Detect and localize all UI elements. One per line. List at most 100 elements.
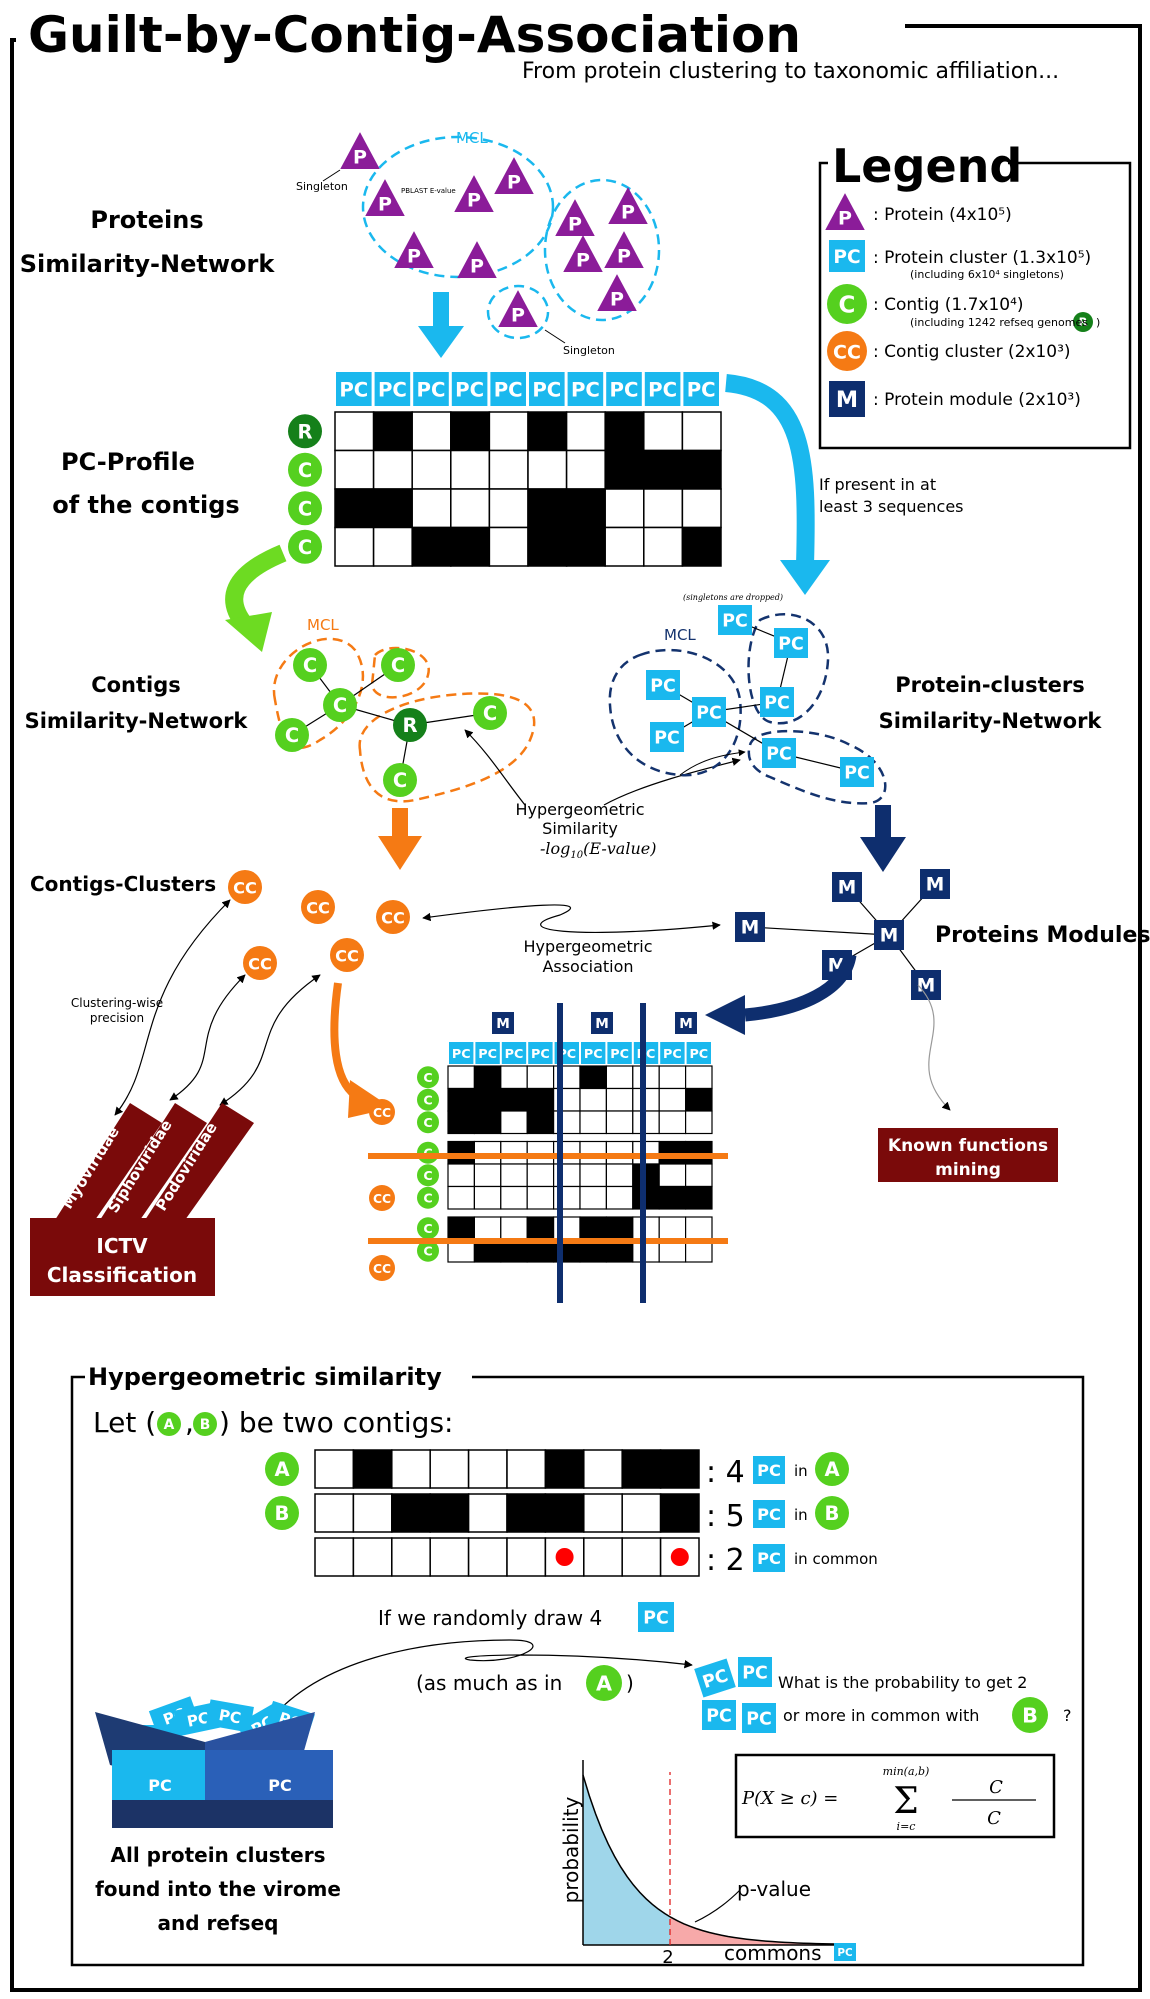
protein-label: P (576, 250, 590, 272)
matrix-cell (500, 1163, 528, 1188)
formula-upper: min(a,b) (883, 1765, 930, 1778)
matrix-pc-header (501, 1042, 527, 1064)
contig-label: C (423, 1190, 432, 1205)
draw-pc (638, 1602, 674, 1632)
pc-net-pointer (679, 749, 746, 776)
contig-label: A (596, 1672, 612, 1696)
pc-label: PC (648, 378, 677, 401)
drawn-pc-group: PC (738, 1657, 772, 1687)
pc-profile-title-1: PC-Profile (61, 448, 195, 476)
box-bottom (112, 1800, 333, 1828)
contig-label: C (393, 769, 407, 792)
arrow-modules-to-matrix-head (705, 995, 745, 1035)
matrix-contig-row (417, 1186, 439, 1209)
protein-label: P (467, 190, 481, 212)
hyper-cell-common (621, 1537, 662, 1577)
profile-cell (565, 449, 606, 490)
pc-label: PC (494, 378, 523, 401)
module-separator (557, 1003, 563, 1303)
pc-label: PC (185, 1709, 210, 1731)
matrix-cell (473, 1140, 502, 1165)
matrix-contig-row (417, 1164, 439, 1187)
matrix-cell (526, 1065, 555, 1090)
link-myoviridae-cc (114, 899, 231, 1116)
protein-node (457, 241, 497, 278)
x-tick-2: 2 (662, 1947, 673, 1968)
as-much-text: (as much as in (416, 1671, 562, 1695)
module-node (832, 872, 862, 902)
contig-row (288, 529, 322, 564)
contig-row (288, 452, 322, 487)
contig-cluster-node (243, 946, 277, 980)
hyper-in-a: in (794, 1462, 808, 1480)
profile-cell (643, 488, 684, 529)
matrix-cell (526, 1087, 555, 1112)
link-podoviridae-cc (219, 974, 321, 1106)
profile-cell (450, 449, 491, 490)
hyper-count-common: : 2 (706, 1543, 745, 1578)
as-much-end: ) (626, 1671, 634, 1695)
cc-label: CC (306, 898, 330, 917)
contig-node (323, 688, 357, 722)
contig-cluster-node (301, 890, 335, 924)
protein-node (555, 199, 595, 236)
hyper-row-contig-a (265, 1452, 299, 1486)
contig-label: C (423, 1145, 432, 1160)
x-axis-label: commons (724, 1941, 822, 1965)
cc-label: CC (233, 878, 257, 897)
contig-label: A (824, 1458, 840, 1481)
protein-label: P (568, 214, 582, 236)
hyper-in-common: in common (794, 1550, 878, 1568)
matrix-cell (500, 1140, 528, 1165)
module-separator (640, 1003, 646, 1303)
formula-lower: i=c (897, 1820, 916, 1833)
question-text: What is the probability to get 2 (778, 1673, 1027, 1692)
contig-node (383, 763, 417, 797)
contig-label: R (1079, 315, 1088, 329)
matrix-cell (605, 1110, 634, 1135)
matrix-cell (658, 1065, 687, 1090)
hyper-cell-common (429, 1537, 470, 1577)
matrix-cell (579, 1216, 607, 1241)
hyper-cell-b (621, 1493, 662, 1533)
pc-cluster-outline-right (747, 613, 830, 725)
matrix-cell (605, 1065, 634, 1090)
profile-cell (643, 411, 684, 452)
drawn-pc-group: PC (742, 1703, 776, 1733)
pc-label: PC (722, 612, 748, 632)
pc-label: PC (505, 1047, 524, 1062)
profile-cell (681, 411, 722, 452)
if-present-1: If present in at (819, 475, 936, 494)
contig-label: C (285, 724, 299, 747)
hyper-cell-a (314, 1449, 355, 1489)
pc-label: PC (532, 378, 561, 401)
mcl-label-orange: MCL (307, 616, 339, 634)
module-label: M (496, 1016, 510, 1032)
profile-cell (411, 526, 452, 567)
ictv-block: Myoviridae Siphoviridae Podoviridae ICTV… (30, 1103, 254, 1296)
contig-label: C (391, 654, 405, 677)
pc-label: PC (833, 247, 860, 268)
profile-cell (681, 526, 722, 567)
contig-label: C (423, 1243, 432, 1258)
hyper-cell-a (506, 1449, 547, 1489)
formula-numerator: C (989, 1777, 1003, 1798)
pc-label: PC (706, 1707, 732, 1727)
pc-profile-title-2: of the contigs (52, 491, 239, 519)
cc-label: CC (373, 1262, 391, 1276)
protein-node (394, 231, 434, 268)
matrix-contig-row (417, 1088, 439, 1111)
matrix-cell (684, 1110, 713, 1135)
matrix-contig-row (417, 1239, 439, 1262)
pc-net-node (760, 687, 794, 717)
contig-label: A (164, 1417, 175, 1433)
matrix-contig-row (417, 1111, 439, 1134)
question-text-2: or more in common with (783, 1706, 979, 1725)
pc-label: PC (455, 378, 484, 401)
matrix-cc-label (369, 1185, 395, 1211)
refseq-contig-row (288, 414, 322, 449)
refseq-contig-node (393, 708, 427, 742)
pc-label: PC (746, 1710, 772, 1730)
cc-label: CC (381, 908, 405, 927)
